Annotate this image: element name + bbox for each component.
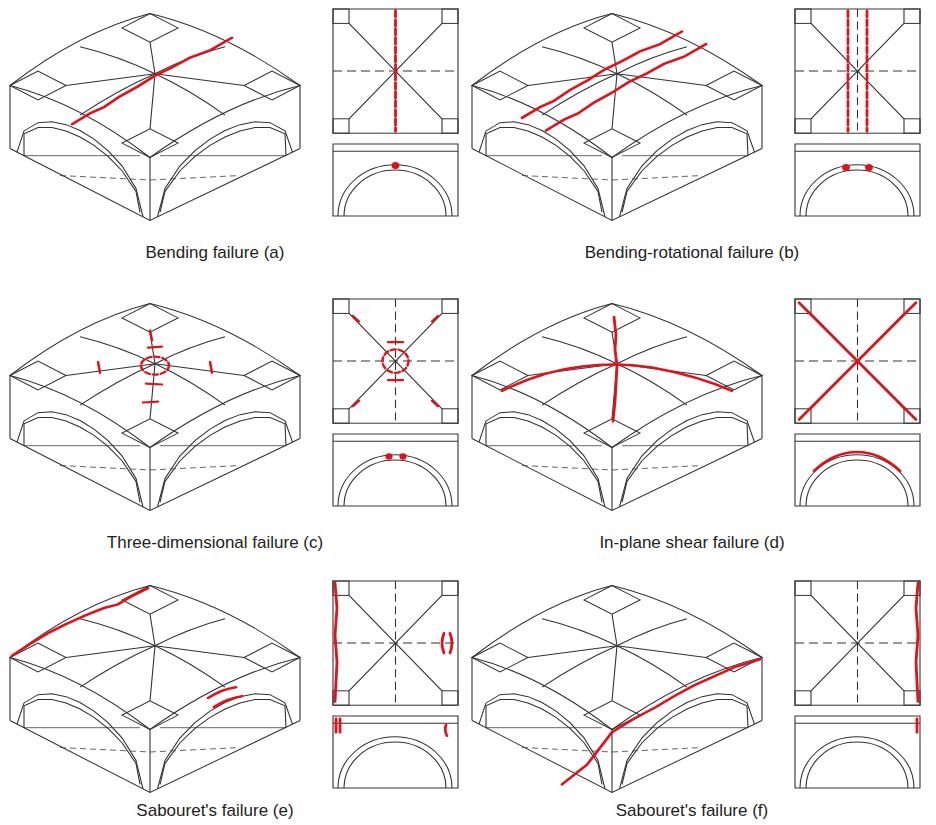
crack-mark: [450, 633, 452, 653]
crack-line: [546, 44, 706, 130]
crack-mark: [146, 382, 162, 385]
crack-mark: [388, 379, 403, 381]
crack-line: [562, 659, 760, 784]
vault-plan: [795, 299, 920, 423]
panel-caption: In-plane shear failure (d): [492, 533, 892, 553]
crack-mark: [148, 346, 162, 349]
crack-mark: [393, 163, 398, 168]
vault-plan: [795, 581, 920, 705]
crack-line: [814, 452, 900, 471]
vault-isometric: [10, 586, 300, 793]
vault-panel-b: [472, 9, 920, 221]
vault-panel-c: [10, 299, 458, 511]
crack-mark: [335, 719, 338, 733]
crack-mark: [210, 362, 212, 373]
vault-elevation: [795, 144, 920, 216]
vault-isometric: [10, 14, 300, 221]
crack-mark: [442, 633, 444, 653]
crack-line: [208, 687, 236, 698]
vault-panel-e: [10, 581, 458, 793]
crack-mark: [143, 400, 158, 403]
crack-line: [847, 11, 850, 132]
crack-mark: [353, 401, 359, 406]
vault-isometric: [10, 304, 300, 511]
crack-mark: [339, 719, 342, 733]
vault-elevation: [333, 434, 458, 506]
vault-isometric: [472, 304, 762, 511]
crack-mark: [432, 316, 438, 321]
crack-mark: [401, 454, 406, 458]
crack-line: [522, 32, 682, 118]
crack-mark: [916, 719, 919, 733]
crack-line: [916, 583, 918, 702]
panel-caption: Sabouret's failure (f): [492, 801, 892, 821]
vault-panel-d: [472, 299, 920, 511]
vault-plan: [333, 9, 458, 133]
vault-elevation: [333, 144, 458, 216]
vault-elevation: [795, 716, 920, 788]
crack-line: [141, 357, 169, 375]
panel-caption: Bending-rotational failure (b): [492, 243, 892, 263]
crack-line: [214, 696, 242, 707]
vault-plan: [795, 9, 920, 133]
vault-isometric: [472, 586, 762, 793]
crack-mark: [150, 331, 152, 341]
crack-mark: [432, 401, 438, 406]
crack-mark: [844, 165, 849, 170]
crack-mark: [388, 341, 403, 343]
crack-mark: [98, 362, 100, 373]
crack-mark: [387, 454, 392, 458]
crack-line: [72, 38, 232, 124]
panel-caption: Bending failure (a): [15, 243, 415, 263]
crack-line: [335, 583, 337, 702]
crack-line: [12, 588, 148, 656]
panel-caption: Sabouret's failure (e): [15, 801, 415, 821]
crack-line: [383, 349, 409, 372]
vault-panel-a: [10, 9, 458, 221]
crack-line: [394, 11, 397, 132]
vault-isometric: [472, 14, 762, 221]
crack-line: [866, 11, 869, 132]
crack-mark: [445, 725, 447, 736]
crack-line: [613, 317, 617, 421]
crack-mark: [353, 316, 359, 321]
crack-line: [799, 303, 916, 420]
vault-plan: [333, 299, 458, 423]
vault-elevation: [795, 434, 920, 506]
vault-plan: [333, 581, 458, 705]
panel-caption: Three-dimensional failure (c): [15, 533, 415, 553]
crack-mark: [867, 165, 872, 170]
crack-line: [799, 303, 916, 420]
vault-panel-f: [472, 581, 920, 793]
vault-elevation: [333, 716, 458, 788]
